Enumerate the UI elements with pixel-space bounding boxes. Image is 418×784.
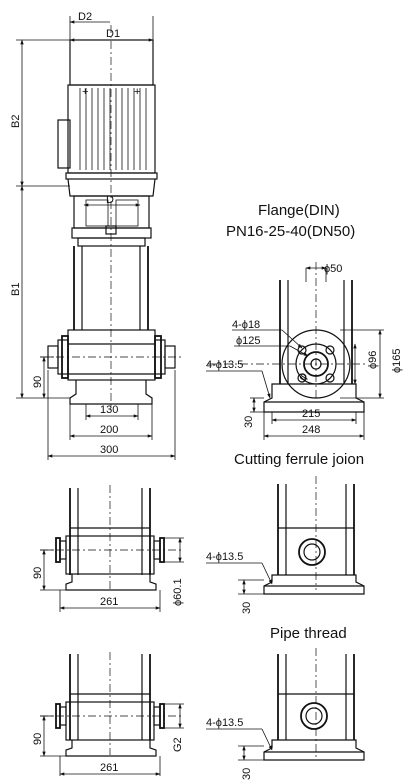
dim-30-cutting: 30 [241,602,253,614]
pipe-side-view: Pipe thread 4-ϕ13.5 30 [206,625,365,780]
dim-300: 300 [100,444,118,456]
pipe-title: Pipe thread [270,625,347,642]
dim-248: 248 [302,424,320,436]
motor: + + [57,39,158,197]
cutting-front-view: 90 261 ϕ60.1 [32,485,184,612]
dim-30-pipe: 30 [241,768,253,780]
flange-view: Flange(DIN) PN16-25-40(DN50) φ ϕ50 4-ϕ18… [206,202,403,440]
dim-130: 130 [100,404,118,416]
dim-200: 200 [100,424,118,436]
dim-anchor-pipe: 4-ϕ13.5 [206,717,243,729]
dim-90-main: 90 [32,376,44,388]
dim-b1: B1 [10,283,22,296]
cutting-side-view: Cutting ferrule joion 4-ϕ13.5 30 [206,451,365,614]
dim-bolts: 4-ϕ18 [232,319,260,331]
dim-90-pipe: 90 [32,733,44,745]
dim-phi165: ϕ165 [391,348,403,373]
dim-b2: B2 [10,115,22,128]
dim-261-cutting: 261 [100,596,118,608]
dim-g2: G2 [172,737,184,752]
dim-215: 215 [302,408,320,420]
dim-anchor-flange: 4-ϕ13.5 [206,359,243,371]
pipe-front-view: 90 261 G2 [32,652,184,776]
svg-text:+: + [134,86,140,98]
dim-90-cutting: 90 [32,567,44,579]
main-pump-elevation: + + [10,11,184,460]
dim-30-flange: 30 [243,416,255,428]
dim-anchor-cutting: 4-ϕ13.5 [206,551,243,563]
flange-spec: PN16-25-40(DN50) [226,223,355,240]
cutting-title: Cutting ferrule joion [234,451,364,468]
pump-column [73,246,149,330]
dim-phi50: ϕ50 [324,263,342,275]
dim-261-pipe: 261 [100,762,118,774]
svg-text:+: + [82,86,88,98]
dim-phi96: ϕ96 [367,351,379,369]
dim-d1: D1 [106,28,120,40]
dim-phi125: ϕ125 [236,335,261,347]
coupling-housing [71,195,152,247]
dim-d2: D2 [78,11,92,23]
flange-title: Flange(DIN) [258,202,340,219]
pump-chamber [47,329,176,405]
dim-d: D [106,194,114,206]
dim-phi60: ϕ60.1 [172,578,184,606]
